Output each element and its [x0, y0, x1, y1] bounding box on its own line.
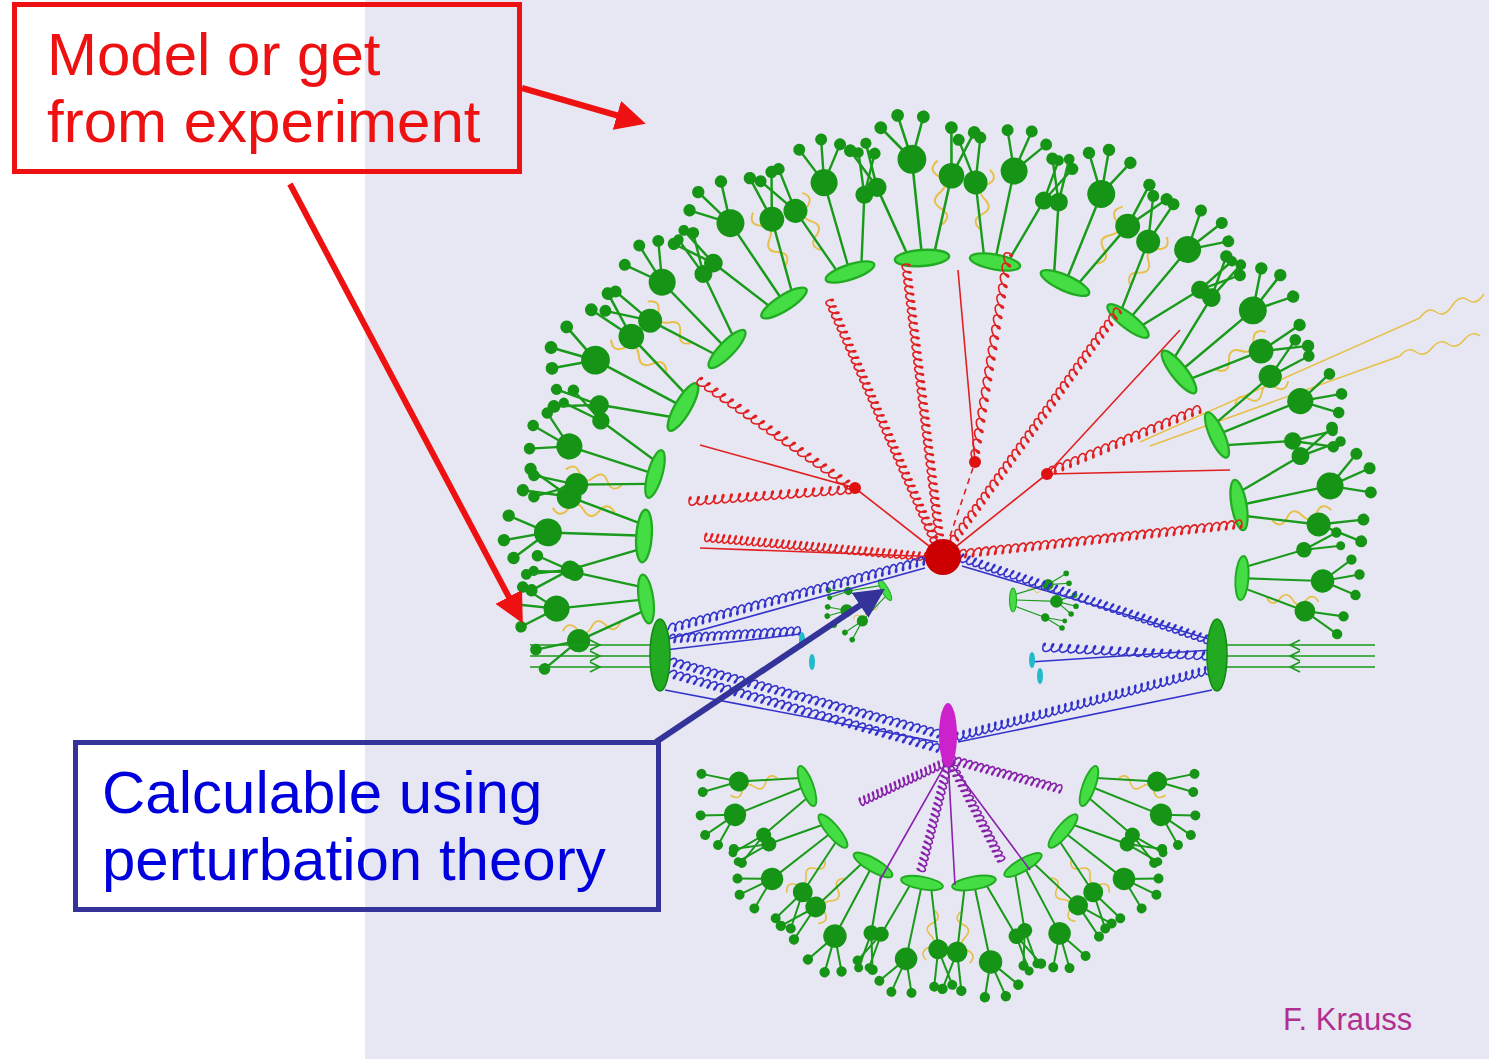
initial-state-part: [1043, 643, 1213, 660]
photon-lines: [1140, 294, 1484, 446]
upper-hadrons-part: [518, 274, 724, 472]
beams-part: [1290, 640, 1300, 672]
initial-state-part: [665, 566, 1212, 742]
initial-state-part: [960, 554, 1213, 645]
lower-hadrons-part: [679, 735, 832, 878]
initial-state-part: [650, 619, 670, 691]
final-state-shower-part: [970, 252, 1013, 462]
final-state-shower-part: [1041, 468, 1053, 480]
callout-box: Calculable using perturbation theory: [73, 740, 661, 912]
hard-process: [925, 539, 961, 575]
final-state-shower: [689, 252, 1243, 562]
final-state-shower-part: [849, 482, 861, 494]
final-state-shower-part: [969, 456, 981, 468]
final-state-shower-part: [696, 377, 857, 493]
final-state-shower-part: [704, 533, 943, 562]
photon-lines-part: [1150, 334, 1480, 446]
lower-hadrons-part: [1064, 735, 1217, 878]
secondary-interaction: [858, 703, 1062, 885]
upper-hadrons-part: [1232, 520, 1368, 641]
beams-part: [530, 645, 652, 667]
final-state-shower-part: [902, 264, 946, 558]
final-state-shower-part: [825, 298, 946, 559]
upper-hadrons: [494, 103, 1389, 678]
initial-state-part: [956, 665, 1214, 740]
central-hadrons-part: [1010, 571, 1079, 631]
lower-hadrons-part: [1024, 785, 1188, 947]
initial-state: [650, 551, 1227, 752]
initial-state-part: [1029, 652, 1035, 668]
secondary-interaction-part: [917, 759, 953, 872]
background-panel: [365, 0, 1489, 1059]
callout-leaders: [290, 88, 880, 742]
final-state-shower-part: [1045, 405, 1202, 477]
secondary-interaction-part: [945, 758, 1005, 863]
lower-hadrons-part: [765, 832, 926, 999]
final-state-shower-part: [942, 520, 1242, 560]
initial-state-part: [667, 669, 940, 753]
initial-state-part: [667, 657, 941, 738]
beams-part: [1225, 645, 1375, 667]
initial-state-part: [1037, 668, 1043, 684]
initial-state-part: [668, 627, 801, 643]
credit-label: F. Krauss: [1283, 1002, 1412, 1038]
final-state-shower-part-part: [700, 330, 1230, 557]
callout-text: Model or get from experiment: [47, 21, 487, 155]
final-state-shower-part: [939, 307, 1122, 559]
photon-lines-part: [1140, 294, 1484, 442]
final-state-shower-part-part: [958, 270, 975, 462]
callout-leaders-part: [290, 184, 520, 618]
lower-hadrons: [679, 735, 1218, 1013]
initial-state-part-part: [665, 566, 1212, 742]
callout-box: Model or get from experiment: [12, 2, 522, 174]
beams-part: [590, 640, 600, 672]
secondary-interaction-part: [939, 703, 957, 767]
upper-hadrons-part: [747, 118, 916, 299]
final-state-shower-part: [700, 270, 1230, 557]
callout-leaders-part: [656, 592, 880, 742]
callout-leaders-part: [522, 88, 640, 122]
final-state-shower-part: [689, 485, 856, 505]
initial-state-part: [1207, 619, 1227, 691]
callout-text: Calculable using perturbation theory: [102, 759, 632, 893]
secondary-interaction-part: [947, 755, 1062, 793]
initial-state-part: [667, 551, 946, 633]
initial-state-part: [809, 654, 815, 670]
